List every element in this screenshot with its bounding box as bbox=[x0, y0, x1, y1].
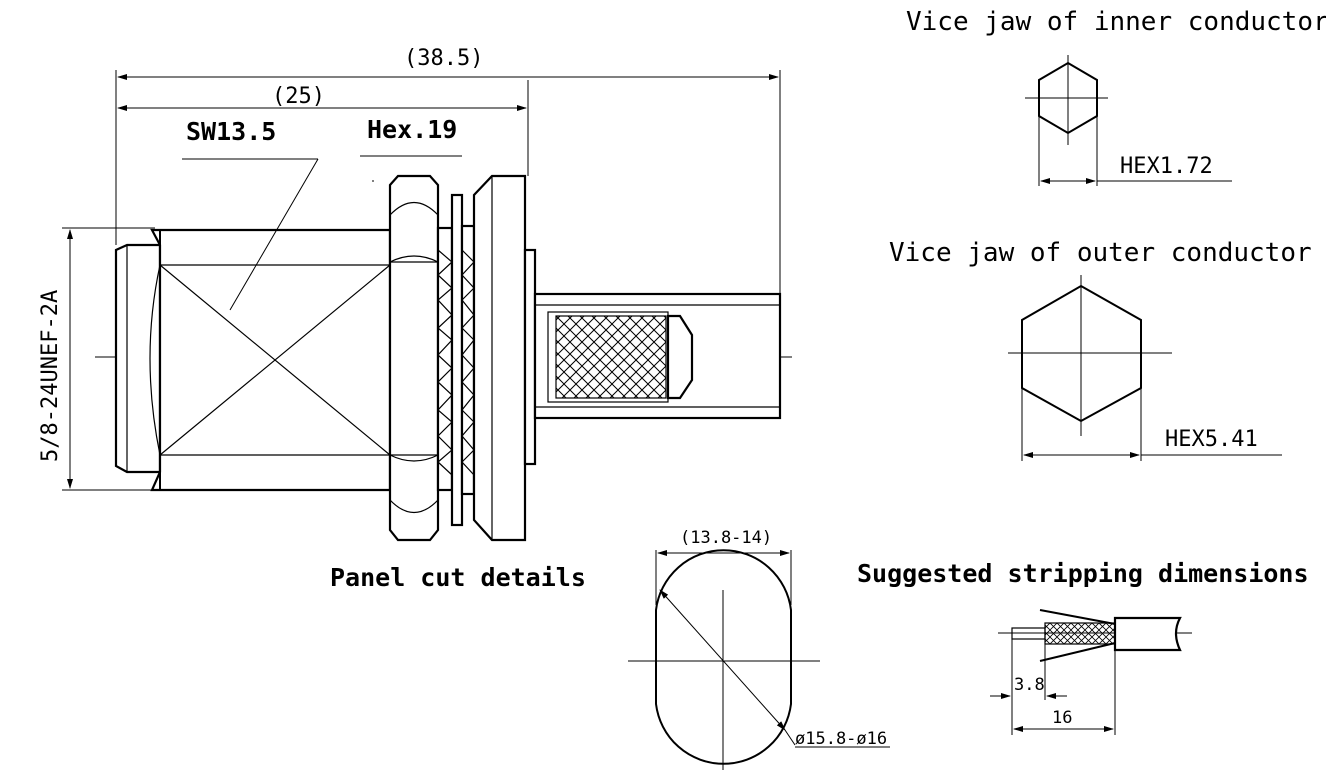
stripping-cable bbox=[990, 609, 1192, 735]
stripping-title: Suggested stripping dimensions bbox=[857, 559, 1309, 588]
inner-hex-label: HEX1.72 bbox=[1120, 154, 1213, 179]
panel-flat-width-label: (13.8-14) bbox=[680, 528, 772, 548]
strip-total-length-label: 16 bbox=[1052, 708, 1072, 728]
overall-length-label: (38.5) bbox=[404, 46, 483, 71]
outer-jaw-hex bbox=[1008, 275, 1282, 461]
outer-jaw-title: Vice jaw of outer conductor bbox=[889, 238, 1312, 268]
thread-length-label: (25) bbox=[272, 84, 325, 109]
panel-diameter-label: ø15.8-ø16 bbox=[795, 729, 887, 749]
outer-hex-label: HEX5.41 bbox=[1165, 427, 1258, 452]
hex-nut-label: Hex.19 bbox=[367, 115, 457, 144]
panel-cut-shape bbox=[628, 549, 890, 770]
wrench-size-label: SW13.5 bbox=[186, 117, 276, 146]
thread-spec-label: 5/8-24UNEF-2A bbox=[38, 290, 63, 462]
inner-jaw-hex bbox=[1025, 55, 1232, 186]
inner-jaw-title: Vice jaw of inner conductor bbox=[906, 7, 1326, 37]
strip-inner-length-label: 3.8 bbox=[1014, 675, 1045, 695]
connector-side-view bbox=[62, 70, 792, 542]
panel-cut-title: Panel cut details bbox=[330, 563, 586, 592]
